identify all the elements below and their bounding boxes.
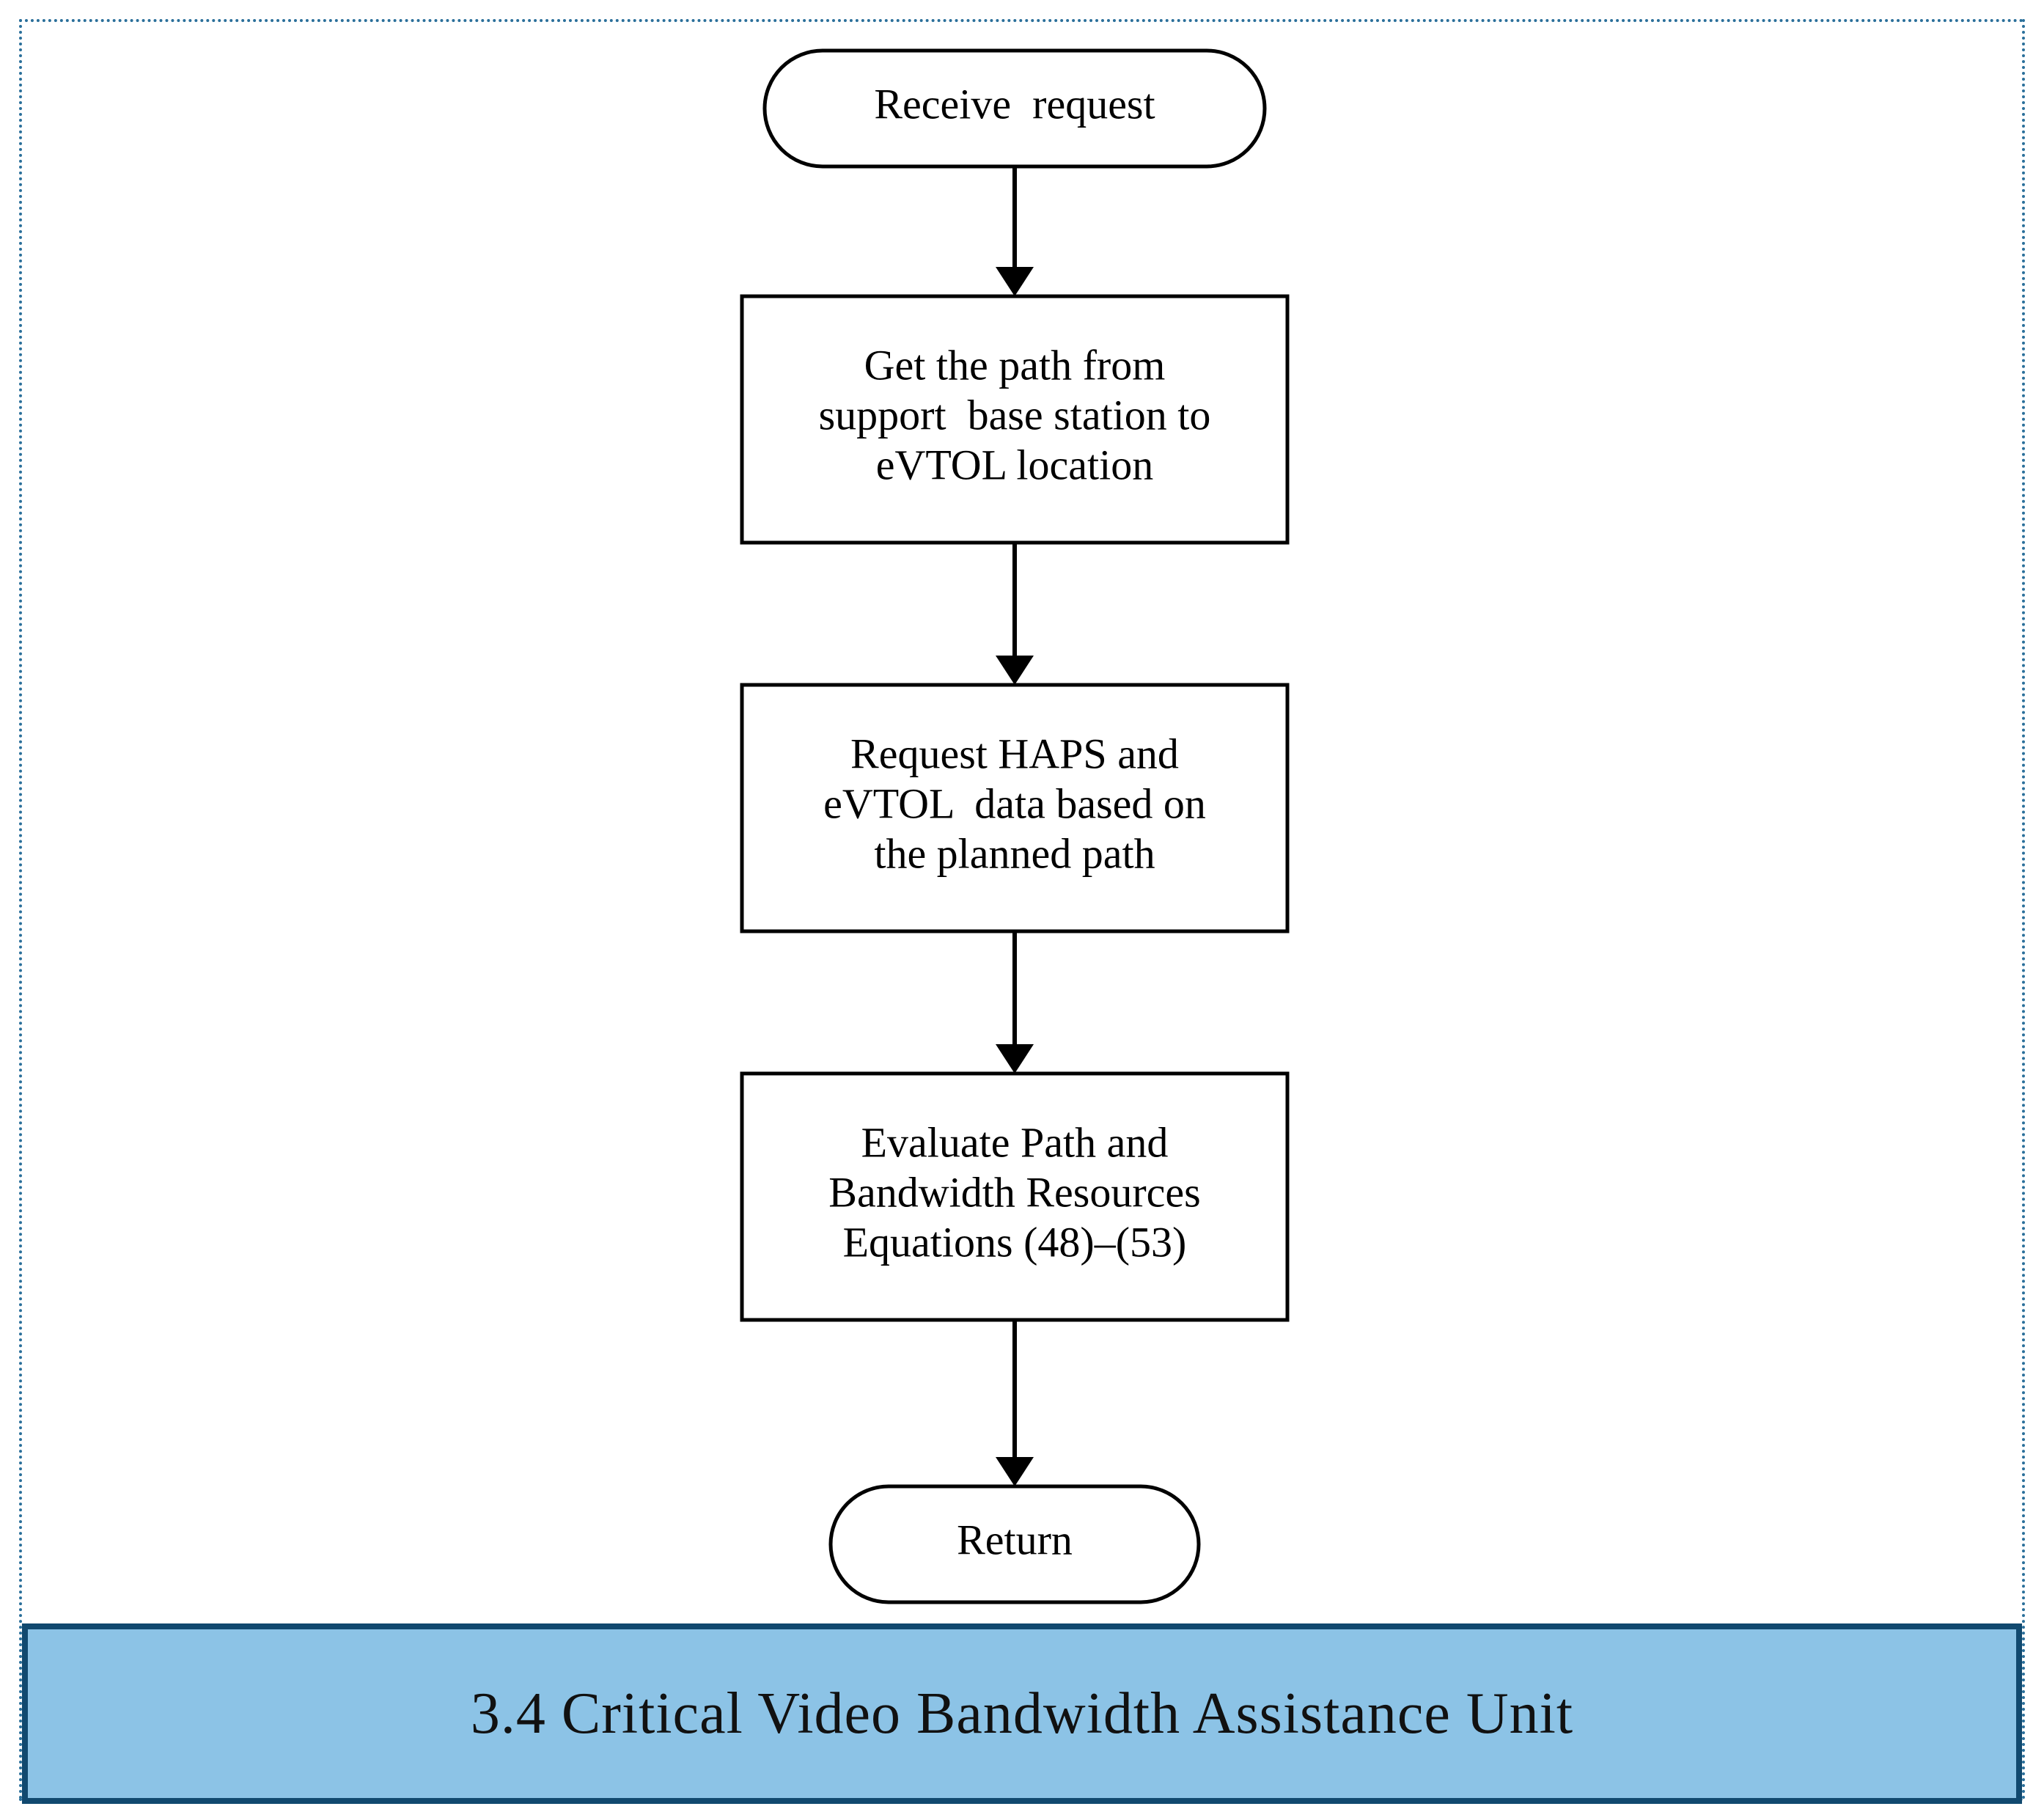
node-label: Request HAPS and <box>850 730 1179 777</box>
terminal-shape <box>762 48 1267 169</box>
arrowhead-icon <box>996 656 1034 685</box>
node-label: support base station to <box>819 391 1211 439</box>
node-label: eVTOL data based on <box>823 779 1206 827</box>
node-start: Receive request <box>762 48 1267 169</box>
node-label: Return <box>957 1516 1073 1563</box>
node-label: Receive request <box>874 80 1155 128</box>
node-label: Equations (48)–(53) <box>843 1218 1187 1266</box>
node-label: Evaluate Path and <box>861 1118 1169 1166</box>
arrowhead-icon <box>996 1457 1034 1486</box>
node-label: Get the path from <box>864 341 1166 389</box>
node-label: eVTOL location <box>876 441 1154 488</box>
edges-layer <box>996 166 1034 1486</box>
node-return: Return <box>828 1484 1201 1604</box>
process-box <box>740 294 1290 545</box>
process-box <box>740 1071 1290 1322</box>
node-label: Bandwidth Resources <box>828 1168 1200 1216</box>
arrowhead-icon <box>996 1044 1034 1074</box>
edge-get-path-to-request-data <box>996 543 1034 685</box>
section-banner: 3.4 Critical Video Bandwidth Assistance … <box>22 1623 2022 1804</box>
edge-start-to-get-path <box>996 166 1034 296</box>
node-label: the planned path <box>874 829 1155 877</box>
process-box <box>740 683 1290 933</box>
banner-title: 3.4 Critical Video Bandwidth Assistance … <box>470 1681 1574 1746</box>
edge-request-data-to-evaluate <box>996 931 1034 1074</box>
edge-evaluate-to-return <box>996 1320 1034 1486</box>
terminal-shape <box>828 1484 1201 1604</box>
arrowhead-icon <box>996 267 1034 296</box>
